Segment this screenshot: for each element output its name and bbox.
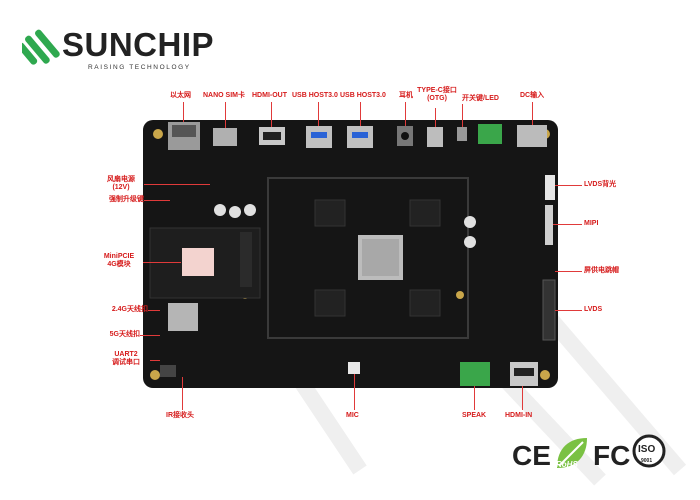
leader-24g <box>148 310 160 311</box>
ram-chip-3 <box>314 289 346 317</box>
brand-name: SUNCHIP <box>62 26 215 63</box>
callout-lvds: LVDS <box>584 306 603 313</box>
leader-dc-in <box>532 102 533 125</box>
mic-connector <box>348 362 360 374</box>
leader-sim <box>225 102 226 128</box>
leader-usb-2 <box>360 102 361 126</box>
sim-slot <box>213 128 237 146</box>
callout-ir-receiver: IR接收头 <box>166 412 194 419</box>
minipcie-label <box>182 248 214 276</box>
speaker-terminal <box>460 362 490 386</box>
callout-dc-in: DC输入 <box>520 92 545 99</box>
callout-type-c: TYPE-C接口 (OTG) <box>417 87 457 103</box>
fcc-mark-icon: FC <box>593 440 631 471</box>
callout-lvds-backlight: LVDS背光 <box>584 181 617 188</box>
leader-screen-power <box>555 271 582 272</box>
mipi-connector <box>545 205 553 245</box>
ir-receiver <box>160 365 176 377</box>
callout-minipcie-line1: MiniPCIE <box>103 253 135 260</box>
leader-hdmi-out <box>271 102 272 127</box>
callout-fan-power: 风扇电源 (12V) <box>98 176 144 192</box>
dc-terminal-block <box>478 124 502 144</box>
leader-type-c <box>435 108 436 127</box>
rohs-label: RoHS <box>556 460 578 469</box>
callout-antenna-24g: 2.4G天线扣 <box>111 306 148 313</box>
ram-chip-2 <box>409 199 441 227</box>
callout-hdmi-in: HDMI-IN <box>505 412 533 419</box>
lvds-connector <box>542 279 556 341</box>
callout-mic: MIC <box>346 412 359 419</box>
leader-speak <box>474 386 475 410</box>
callout-usb-host-2: USB HOST3.0 <box>340 92 386 99</box>
callout-antenna-5g: 5G天线扣 <box>109 331 140 338</box>
callout-screen-power: 屏供电跳帽 <box>584 267 619 274</box>
callout-earphone: 耳机 <box>399 92 413 99</box>
leader-force-upgrade <box>144 200 170 201</box>
ram-chip-4 <box>409 289 441 317</box>
leader-minipcie <box>143 262 181 263</box>
callout-fan-power-line1: 风扇电源 <box>107 176 135 183</box>
leader-earphone <box>405 102 406 126</box>
brand-tagline: RAISING TECHNOLOGY <box>88 64 191 71</box>
ce-mark-icon: CE <box>512 440 551 471</box>
lvds-backlight-connector <box>545 175 555 200</box>
callout-hdmi-out: HDMI-OUT <box>252 92 287 99</box>
leader-mipi <box>553 224 582 225</box>
power-switch <box>457 127 467 141</box>
callout-mipi: MIPI <box>584 220 599 227</box>
leader-hdmi-in <box>522 386 523 410</box>
leader-fan <box>144 184 210 185</box>
soc-module-outline <box>267 177 469 339</box>
callout-minipcie: MiniPCIE 4G模块 <box>96 253 142 269</box>
sunchip-logo-icon <box>22 29 60 65</box>
pcb-board <box>143 120 558 388</box>
leader-ethernet <box>183 102 184 122</box>
iso-number: 9001 <box>641 458 653 464</box>
callout-type-c-line2: (OTG) <box>427 95 447 103</box>
ram-chip-1 <box>314 199 346 227</box>
leader-lvds-backlight <box>555 185 582 186</box>
leader-mic <box>354 374 355 410</box>
callout-uart2-line1: UART2 <box>114 351 138 358</box>
type-c-port <box>427 127 443 147</box>
callout-power-led: 开关键/LED <box>462 95 499 102</box>
callout-force-upgrade: 强制升级键 <box>109 196 144 203</box>
callout-speak: SPEAK <box>462 412 487 419</box>
callout-type-c-line1: TYPE-C接口 <box>417 87 457 94</box>
leader-uart2 <box>150 360 160 361</box>
capacitors <box>214 204 476 248</box>
iso-label: ISO <box>638 444 656 455</box>
callout-uart2: UART2 调试串口 <box>104 351 148 367</box>
leader-lvds <box>555 310 582 311</box>
callout-minipcie-line2: 4G模块 <box>107 261 131 269</box>
wifi-module <box>168 303 198 331</box>
dc-jack <box>517 125 547 147</box>
callout-uart2-line2: 调试串口 <box>112 359 140 367</box>
callout-ethernet: 以太网 <box>170 92 191 99</box>
callout-usb-host-1: USB HOST3.0 <box>292 92 338 99</box>
rohs-leaf-icon <box>557 438 587 468</box>
leader-ir <box>182 377 183 410</box>
leader-usb-1 <box>318 102 319 126</box>
iso-badge-icon <box>632 434 666 468</box>
leader-power <box>462 104 463 127</box>
callout-nano-sim: NANO SIM卡 <box>203 92 245 99</box>
callout-fan-power-line2: (12V) <box>112 184 130 192</box>
leader-5g <box>140 335 160 336</box>
